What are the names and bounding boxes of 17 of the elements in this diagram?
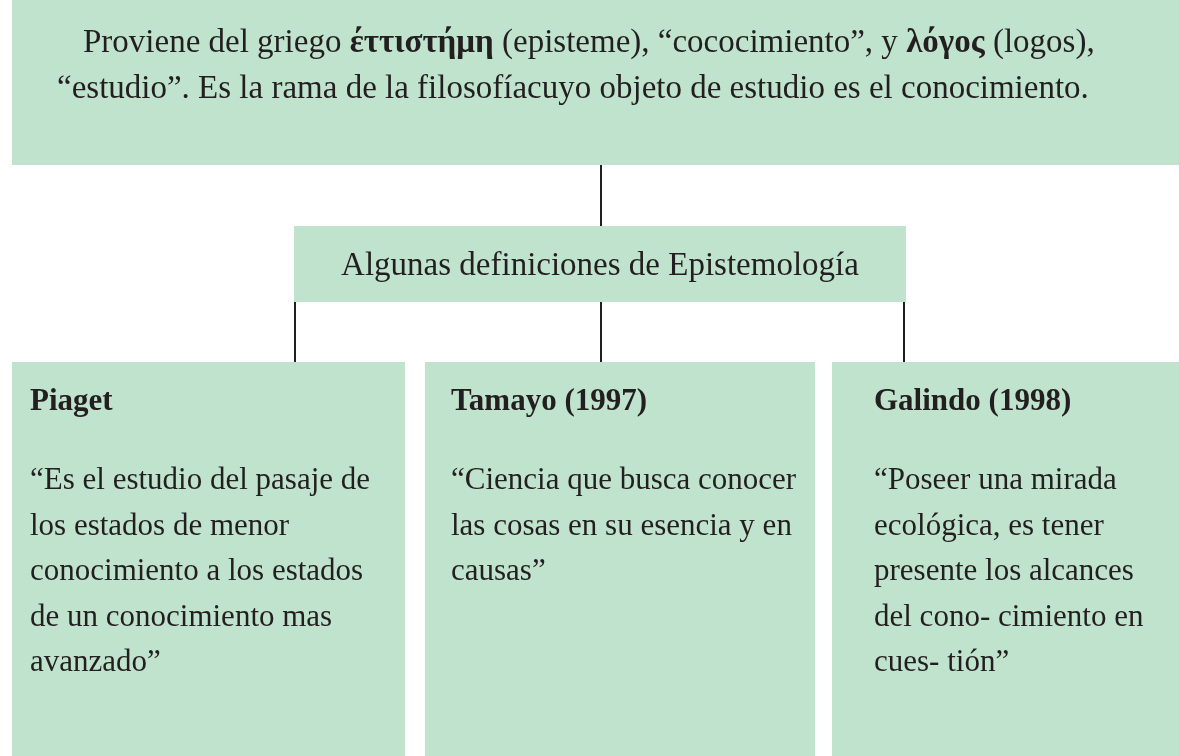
definition-text: Proviene del griego έττιστήμη (episteme), “cococimiento”, y λόγος (logos), “estudio”. Es la rama de la filosofíacuyo objeto de estudio es el conocimiento. (57, 22, 1096, 107)
definition-box (12, 0, 1179, 165)
author-box (425, 362, 815, 756)
author-name: Piaget (30, 381, 114, 419)
quote-text: “Ciencia que busca conocer las cosas en su esencia y en causas” (451, 460, 798, 589)
author-box (12, 362, 405, 756)
connector-line (600, 164, 602, 227)
connector-line (600, 301, 602, 363)
author-name: Galindo (1998) (874, 381, 1073, 419)
heading-text: Algunas definiciones de Epistemología (341, 245, 859, 284)
author-box (832, 362, 1179, 756)
quote-text: “Poseer una mirada ecológica, es tener presente los alcances del cono- cimiento en cues- tión” (874, 460, 1145, 680)
heading-box (294, 226, 906, 302)
quote-text: “Es el estudio del pasaje de los estados de menor conocimiento a los estados de un conocimiento mas avanzado” (30, 460, 372, 680)
author-name: Tamayo (1997) (451, 381, 649, 419)
connector-line (903, 301, 905, 363)
connector-line (294, 301, 296, 363)
